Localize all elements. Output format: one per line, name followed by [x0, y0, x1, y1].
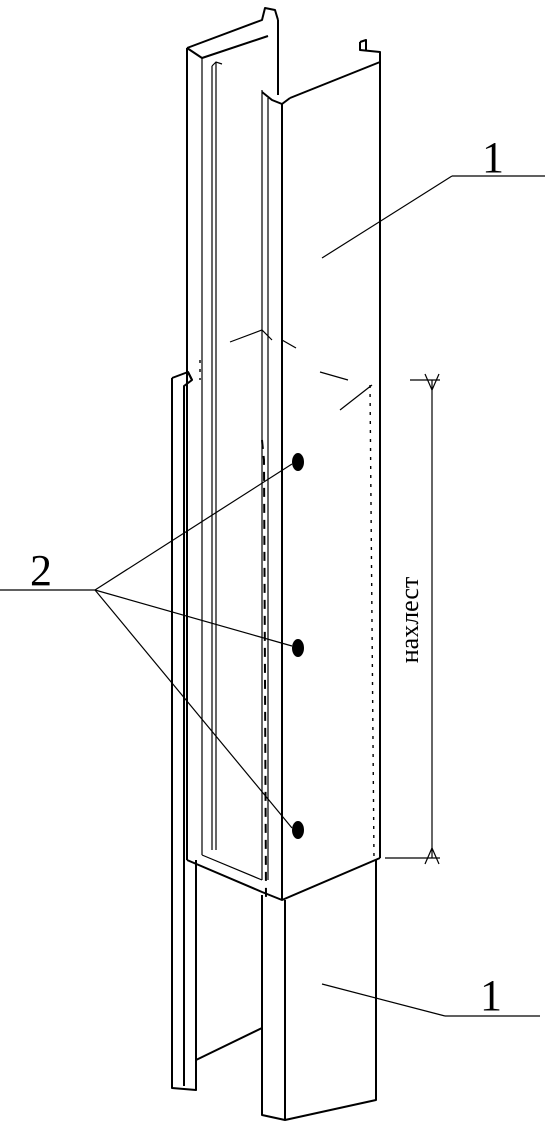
- overlap-dimension: [385, 373, 440, 865]
- label-overlap: нахлест: [395, 577, 424, 664]
- leader-lines: [0, 175, 545, 1017]
- fastener-middle: [292, 639, 304, 657]
- label-fasteners: 2: [30, 546, 52, 595]
- fastener-top: [292, 453, 304, 471]
- lower-profile: [171, 371, 377, 1121]
- fastener-bottom: [292, 821, 304, 839]
- label-lower-profile: 1: [480, 971, 502, 1020]
- upper-profile: [186, 7, 381, 901]
- fasteners: [292, 453, 304, 839]
- label-upper-profile: 1: [482, 133, 504, 182]
